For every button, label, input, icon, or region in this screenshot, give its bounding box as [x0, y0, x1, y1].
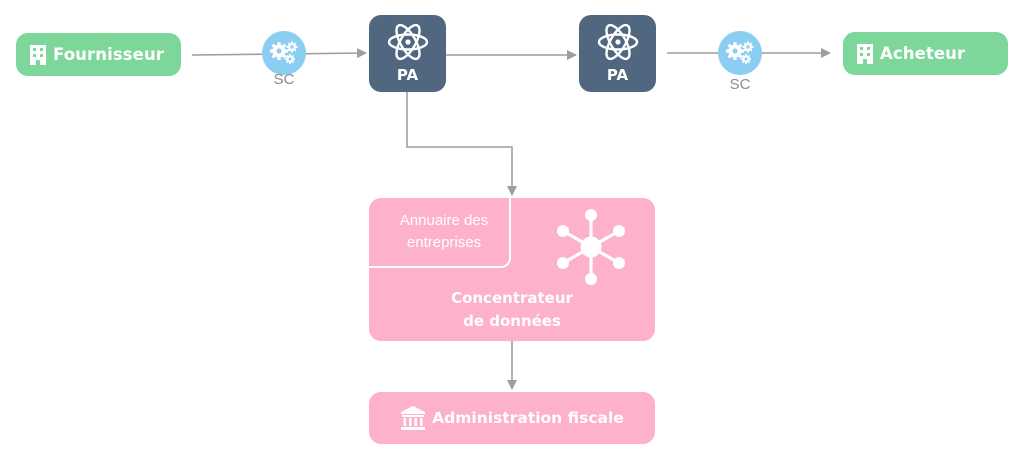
- fournisseur-label: Fournisseur: [53, 45, 165, 64]
- concentrateur-title-line1: Concentrateur: [451, 289, 573, 307]
- annuaire-label: Annuaire des entreprises: [379, 210, 509, 254]
- annuaire-label-line2: entreprises: [406, 234, 482, 251]
- concentrateur-title-line2: de données: [463, 312, 561, 330]
- institution-icon: [401, 406, 426, 430]
- sc-right-node[interactable]: [718, 31, 762, 75]
- building-icon: [857, 43, 873, 64]
- edge-pa-to-concentrateur: [406, 92, 517, 196]
- hub-network-icon: [557, 209, 625, 285]
- sc-right-label: SC: [729, 76, 751, 93]
- fournisseur-node[interactable]: Fournisseur: [16, 33, 181, 76]
- sc-left-label: SC: [273, 71, 295, 88]
- gears-icon: [726, 41, 754, 64]
- atom-icon: [387, 23, 428, 61]
- pa-left-label: PA: [396, 66, 419, 84]
- building-icon: [30, 44, 46, 65]
- administration-fiscale-node[interactable]: Administration fiscale: [369, 392, 655, 444]
- acheteur-label: Acheteur: [880, 44, 966, 63]
- annuaire-label-line1: Annuaire des: [399, 212, 489, 229]
- concentrateur-title: Concentrateur de données: [369, 287, 655, 333]
- atom-icon: [597, 23, 638, 61]
- acheteur-node[interactable]: Acheteur: [843, 32, 1008, 75]
- pa-right-node[interactable]: PA: [579, 15, 656, 92]
- pa-left-node[interactable]: PA: [369, 15, 446, 92]
- gears-icon: [270, 41, 298, 64]
- pa-right-label: PA: [606, 66, 629, 84]
- administration-fiscale-label: Administration fiscale: [432, 409, 624, 427]
- annuaire-des-entreprises-region[interactable]: [369, 198, 511, 268]
- concentrateur-node[interactable]: Annuaire des entreprises Concentrateur d…: [369, 198, 655, 341]
- sc-left-node[interactable]: [262, 31, 306, 75]
